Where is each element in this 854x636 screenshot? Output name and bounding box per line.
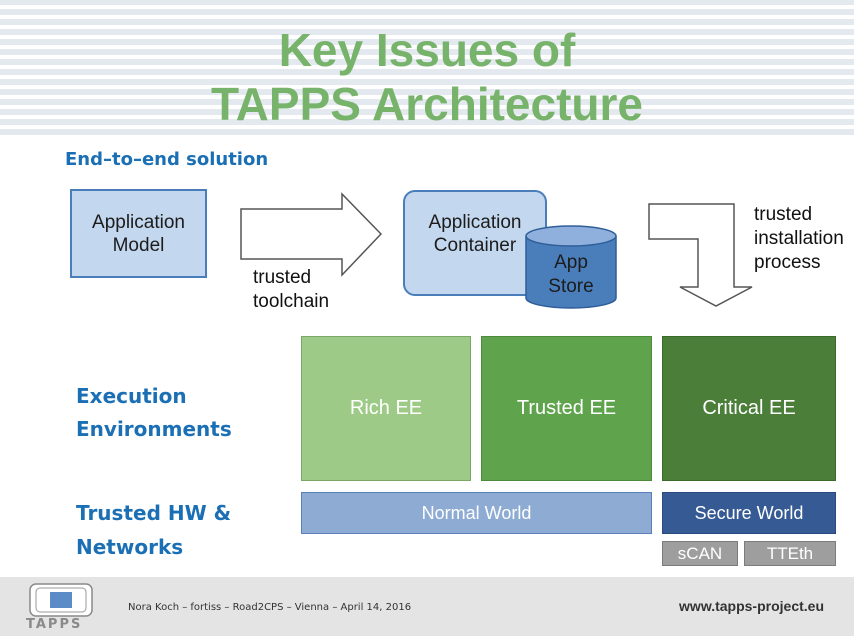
end-to-end-heading: End–to–end solution	[65, 149, 269, 170]
slide-footer	[0, 577, 854, 636]
application-container-line-1: Application	[428, 212, 522, 233]
execution-heading-line-1: Execution	[76, 384, 187, 408]
footer-url[interactable]: www.tapps-project.eu	[679, 598, 824, 614]
application-container-line-2: Container	[433, 235, 517, 256]
trusted-toolchain-label: trusted toolchain	[253, 266, 329, 314]
installation-label-line-3: process	[754, 252, 821, 273]
execution-environments-heading: Execution Environments	[76, 380, 232, 446]
toolchain-label-line-1: trusted	[253, 267, 312, 288]
installation-arrow	[648, 203, 753, 307]
execution-heading-line-2: Environments	[76, 417, 232, 441]
trusted-hw-heading: Trusted HW & Networks	[76, 496, 231, 564]
installation-label-line-2: installation	[754, 228, 844, 249]
application-container-box: Application Container	[403, 190, 547, 296]
trusted-installation-label: trusted installation process	[754, 203, 844, 275]
application-model-line-2: Model	[112, 234, 165, 256]
installation-label-line-1: trusted	[754, 204, 813, 225]
trusted-ee-box: Trusted EE	[481, 336, 652, 481]
tapps-logo-text: TAPPS	[26, 617, 83, 632]
hw-heading-line-1: Trusted HW &	[76, 501, 232, 525]
hw-heading-line-2: Networks	[76, 535, 184, 559]
slide-title-line-1: Key Issues of	[278, 24, 576, 76]
toolchain-label-line-2: toolchain	[253, 291, 330, 312]
normal-world-box: Normal World	[301, 492, 652, 534]
application-model-line-1: Application	[92, 211, 185, 233]
title-banner	[0, 0, 854, 135]
tteth-network-box: TTEth	[744, 541, 836, 566]
critical-ee-box: Critical EE	[662, 336, 836, 481]
app-store-line-1: App	[554, 252, 588, 273]
secure-world-box: Secure World	[662, 492, 836, 534]
rich-ee-box: Rich EE	[301, 336, 471, 481]
application-model-box: Application Model	[70, 189, 207, 278]
slide-title-line-2: TAPPS Architecture	[211, 78, 643, 130]
footer-credit: Nora Koch – fortiss – Road2CPS – Vienna …	[128, 602, 412, 613]
toolchain-arrow	[240, 192, 383, 277]
scan-network-box: sCAN	[662, 541, 738, 566]
app-store-line-2: Store	[548, 276, 593, 297]
